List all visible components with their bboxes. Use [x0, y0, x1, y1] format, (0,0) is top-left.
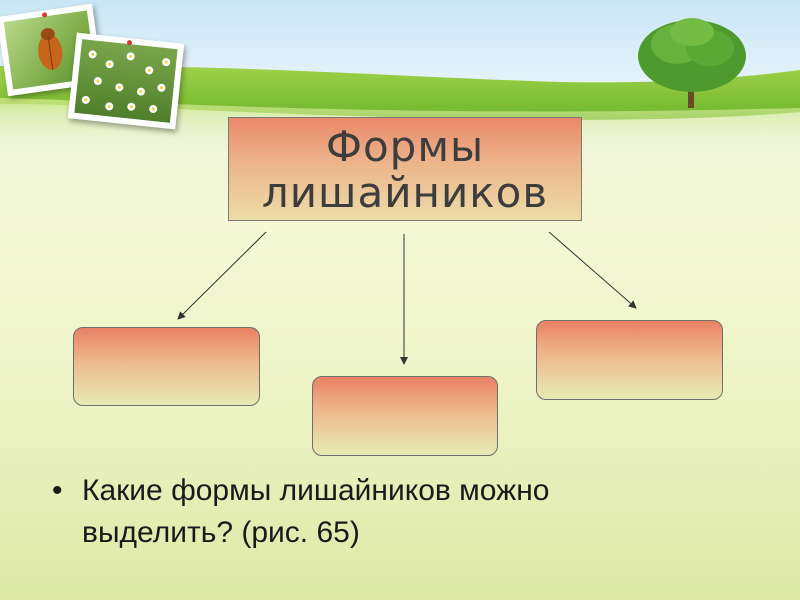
- bullet-marker: •: [52, 474, 63, 507]
- daisies-icon: [81, 50, 171, 113]
- tree-illustration: [638, 18, 746, 108]
- daisies-photo: [67, 32, 185, 130]
- arrow-left: [177, 231, 267, 320]
- diagram-title-line2: лишайников: [261, 168, 549, 217]
- question-bullet: • Какие формы лишайников можно выделить?…: [52, 470, 752, 554]
- beetle-photo: [0, 3, 104, 97]
- lichen-form-box-left: [73, 327, 260, 406]
- arrow-right: [548, 231, 637, 309]
- diagram-title-line1: Формы: [325, 122, 485, 171]
- lichen-form-box-center: [312, 376, 498, 456]
- diagram-title-box: Формы лишайников: [228, 117, 582, 221]
- lichen-form-box-right: [536, 320, 723, 400]
- question-line1: Какие формы лишайников можно: [82, 474, 550, 507]
- question-line2: выделить? (рис. 65): [82, 516, 360, 549]
- beetle-icon: [38, 28, 63, 70]
